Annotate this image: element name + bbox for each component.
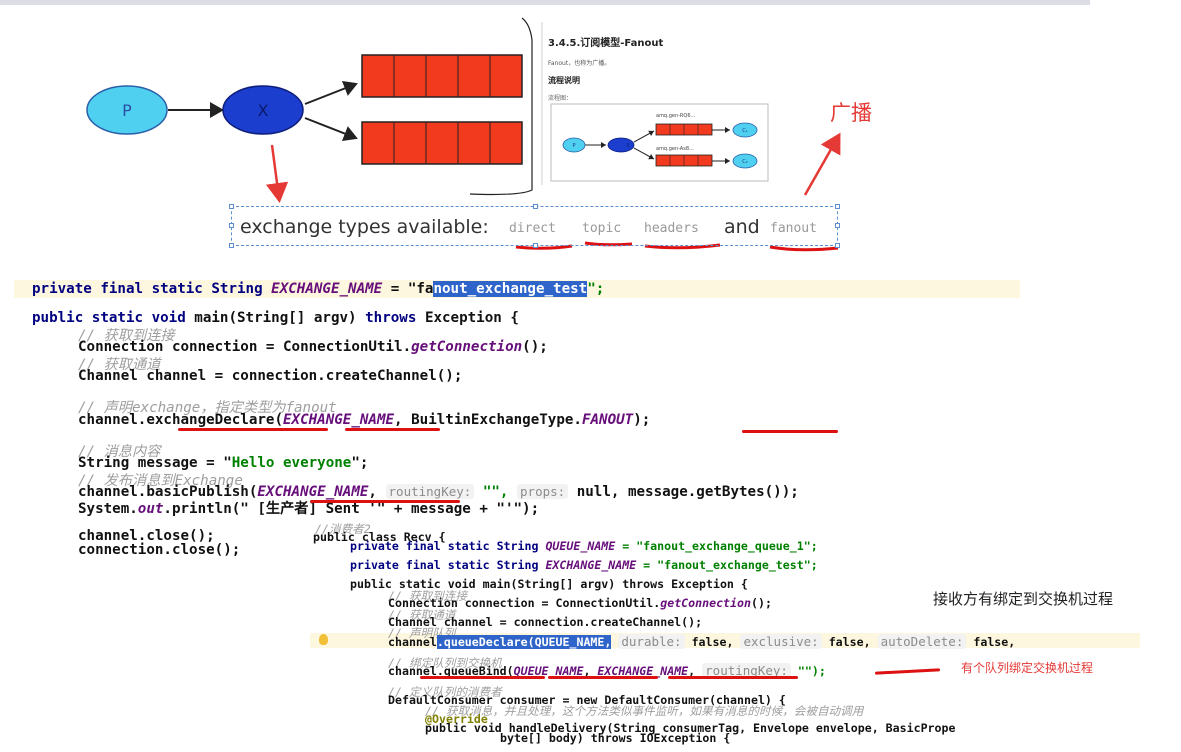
resize-handle[interactable]	[835, 243, 840, 248]
code-line: channel.exchangeDeclare(EXCHANGE_NAME, B…	[78, 412, 651, 428]
exchange-label: X	[258, 101, 269, 120]
code-comment: // 绑定队列到交换机	[388, 656, 502, 670]
code-comment: // 定义队列的消费者	[388, 685, 502, 699]
code-line: channel.close();	[78, 528, 215, 544]
resize-handle[interactable]	[835, 204, 840, 209]
code-comment: // 发布消息到Exchange	[78, 473, 243, 489]
mini-consumer-1	[732, 122, 758, 138]
mini-consumer-2	[732, 153, 758, 169]
doc-subtitle: 流程说明	[548, 76, 580, 85]
code-line: public static void main(String[] argv) t…	[32, 310, 519, 326]
code-line: private final static String QUEUE_NAME =…	[350, 539, 818, 553]
top-bar	[0, 0, 1090, 5]
code-line: private final static String EXCHANGE_NAM…	[350, 558, 818, 572]
doc-snippet: 3.4.5.订阅模型-Fanout Fanout，也称为广播。 流程说明 流程图…	[548, 34, 778, 102]
resize-handle[interactable]	[533, 204, 538, 209]
code-line: connection.close();	[78, 542, 241, 558]
red-underline	[548, 676, 658, 679]
doc-small: 流程图：	[548, 95, 573, 102]
code-line: System.out.println(" [生产者] Sent '" + mes…	[78, 501, 540, 517]
exchange-node	[222, 85, 304, 135]
resize-handle[interactable]	[533, 243, 538, 248]
code-line: byte[] body) throws IOException {	[500, 731, 731, 745]
producer-node	[86, 85, 168, 135]
type-fanout: fanout	[770, 221, 817, 236]
red-arrow-down	[265, 144, 289, 203]
code-comment: // 消息内容	[78, 444, 161, 460]
mini-queue-1-label: amq.gen-RQ6...	[656, 113, 696, 119]
queue-2	[361, 121, 523, 165]
code-line: channel.basicPublish(EXCHANGE_NAME, rout…	[78, 484, 799, 500]
code-comment: // 获取通道	[78, 357, 161, 373]
code-line: Connection connection = ConnectionUtil.g…	[78, 339, 548, 355]
binding-note: 有个队列绑定交换机过程	[961, 661, 1094, 675]
code-line: Channel channel = connection.createChann…	[78, 368, 463, 384]
code-line: public static void main(String[] argv) t…	[350, 577, 748, 591]
producer-label: P	[122, 101, 132, 120]
code-line: public void handleDelivery(String consum…	[425, 721, 956, 735]
type-topic: topic	[582, 221, 622, 236]
code-comment: // 声明exchange，指定类型为fanout	[78, 400, 337, 416]
mini-consumer-1-label: C₁	[742, 128, 748, 134]
code-line: Channel channel = connection.createChann…	[388, 615, 703, 629]
code-line: channel.queueBind(QUEUE_NAME, EXCHANGE_N…	[388, 663, 826, 678]
queue-1	[361, 54, 523, 98]
red-arrow-up	[803, 132, 841, 196]
doc-title: 3.4.5.订阅模型-Fanout	[548, 38, 664, 49]
resize-handle[interactable]	[835, 223, 840, 228]
mini-diagram-frame	[550, 103, 769, 182]
exchange-types-box[interactable]: exchange types available: direct topic h…	[229, 204, 840, 248]
doc-line: Fanout，也称为广播。	[548, 60, 611, 67]
type-headers: headers	[644, 221, 699, 236]
red-underline	[420, 676, 545, 679]
fanout-diagram: P X P X amq.gen-RQ6... amq.gen-As8... C₁…	[86, 17, 841, 252]
exchange-types-label: exchange types available:	[240, 216, 489, 238]
code-comment: // 获取消息，并且处理，这个方法类似事件监听，如果有消息的时候，会被自动调用	[425, 704, 864, 718]
type-direct: direct	[509, 221, 556, 236]
code-comment: // 获取到连接	[388, 589, 467, 603]
resize-handle[interactable]	[229, 243, 234, 248]
mini-exchange	[607, 137, 635, 153]
mini-producer-label: P	[572, 143, 575, 149]
receiver-note: 接收方有绑定到交换机过程	[933, 590, 1114, 608]
lightbulb-icon[interactable]	[319, 634, 328, 645]
receiver-code[interactable]: //消费者2 public class Recv { private final…	[310, 520, 1140, 745]
red-underline	[178, 428, 328, 431]
code-line: DefaultConsumer consumer = new DefaultCo…	[388, 693, 786, 707]
mini-producer	[562, 137, 586, 153]
code-line: public class Recv {	[313, 530, 446, 544]
resize-handle[interactable]	[229, 204, 234, 209]
code-comment: // 获取通道	[388, 608, 456, 622]
code-comment: // 获取到连接	[78, 328, 175, 344]
conjunction-and: and	[724, 216, 760, 238]
code-line: channel.queueDeclare(QUEUE_NAME, durable…	[388, 634, 1016, 649]
red-underline	[668, 676, 798, 679]
red-underline	[310, 500, 460, 503]
code-line: private final static String EXCHANGE_NAM…	[32, 281, 605, 297]
mini-consumer-2-label: C₂	[742, 159, 748, 165]
code-comment: //消费者2	[315, 522, 371, 536]
code-line: Connection connection = ConnectionUtil.g…	[388, 596, 772, 610]
mini-exchange-label: X	[626, 143, 630, 149]
code-line: @Override	[425, 712, 488, 726]
resize-handle[interactable]	[229, 223, 234, 228]
mini-queue-2-label: amq.gen-As8...	[656, 146, 694, 152]
red-underline	[742, 430, 838, 433]
broadcast-annotation: 广播	[830, 101, 872, 125]
code-line: String message = "Hello everyone";	[78, 455, 369, 471]
red-underline	[345, 428, 440, 431]
producer-code[interactable]: private final static String EXCHANGE_NAM…	[0, 270, 1181, 570]
